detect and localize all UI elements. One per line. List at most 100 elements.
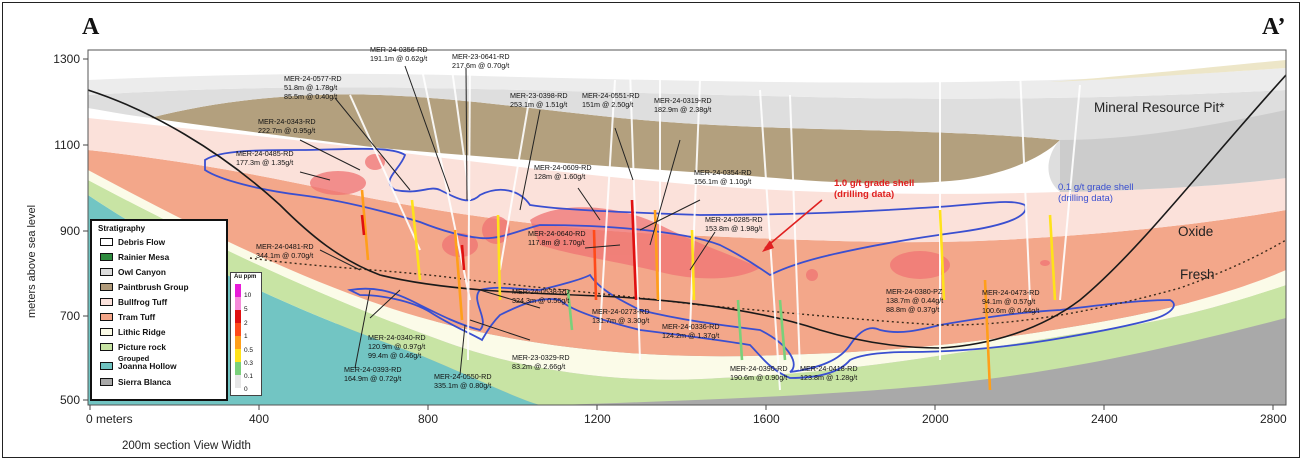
grade-value: 0.5 (244, 347, 254, 354)
x-tick-label: 1600 (753, 412, 780, 426)
low-grade-shell-title: 0.1 g/t grade shell (1058, 182, 1134, 193)
legend-swatch (100, 297, 113, 306)
y-tick-label: 1100 (54, 138, 80, 152)
y-axis-title: meters above sea level (26, 204, 38, 318)
plot-border (87, 49, 1287, 406)
legend-item: Picture rock (100, 341, 166, 352)
high-shell-arrow (764, 199, 823, 249)
legend-swatch (100, 312, 113, 321)
legend-swatch (100, 327, 113, 336)
grade-swatch (235, 310, 241, 323)
pit-shell-line (88, 74, 1286, 349)
high-grade-shell-subtitle: (drilling data) (834, 189, 895, 200)
unit-owl-canyon (88, 87, 1286, 192)
grade-value: 5 (244, 306, 248, 313)
oxide-fresh-boundary-dotted (249, 239, 1286, 326)
y-tick-label: 700 (59, 309, 80, 323)
legend-item: Joanna Hollow (100, 360, 177, 371)
grade-value: 0.1 (244, 373, 254, 380)
x-tick-label: 800 (418, 412, 439, 426)
legend-item: Paintbrush Group (100, 281, 189, 292)
low-grade-shell-lower (347, 273, 1175, 379)
unit-owl-canyon-top (88, 68, 1286, 99)
grade-swatch (235, 336, 241, 349)
grade-value: 0 (244, 386, 248, 393)
legend-swatch (100, 342, 113, 351)
stratigraphy-legend-title: Stratigraphy (98, 224, 146, 233)
pit-zone-label: Mineral Resource Pit* (1094, 100, 1225, 115)
legend-item: Owl Canyon (100, 266, 166, 277)
unit-lower-grey (1060, 110, 1286, 192)
grade-swatch (235, 375, 241, 388)
x-tick-label: 2000 (922, 412, 949, 426)
grade-swatch (235, 323, 241, 336)
legend-item: Grouped (118, 354, 150, 363)
section-start-label: A (82, 14, 100, 40)
grade-value: 1 (244, 333, 248, 340)
unit-bullfrog-tuff (88, 118, 1286, 243)
y-tick-marks (83, 58, 88, 401)
x-tick-marks (89, 405, 1274, 410)
oxide-zone-label: Oxide (1178, 224, 1214, 239)
high-grade-shell-note: 1.0 g/t grade shell (drilling data) (834, 178, 914, 200)
legend-item: Tram Tuff (100, 311, 155, 322)
low-grade-shell-note: 0.1 g/t grade shell (drilling data) (1058, 182, 1134, 204)
x-tick-label: 2800 (1260, 412, 1287, 426)
x-tick-label: 2400 (1091, 412, 1118, 426)
y-tick-label: 900 (59, 224, 80, 238)
high-shell-arrowhead (762, 240, 774, 252)
grade-swatch (235, 284, 241, 297)
grade-shell-blobs (310, 154, 1050, 281)
legend-swatch (100, 282, 113, 291)
grade-swatch (235, 297, 241, 310)
legend-swatch (100, 377, 113, 386)
legend-item: Debris Flow (100, 236, 165, 247)
legend-item: Rainier Mesa (100, 251, 169, 262)
legend-swatch (100, 361, 113, 370)
section-end-label: A’ (1262, 14, 1286, 40)
x-tick-label: 400 (249, 412, 270, 426)
grade-value: 0.3 (244, 360, 254, 367)
grade-legend-title: Au ppm (234, 274, 257, 280)
low-grade-shell-subtitle: (drilling data) (1058, 193, 1113, 204)
grade-value: 2 (244, 320, 248, 327)
legend-swatch (100, 252, 113, 261)
unit-paintbrush-group (150, 94, 1060, 184)
unit-surface-beige (1050, 60, 1286, 82)
high-grade-shell-title: 1.0 g/t grade shell (834, 178, 915, 189)
fresh-zone-label: Fresh (1180, 267, 1215, 282)
y-tick-label: 1300 (53, 52, 80, 66)
grade-swatch (235, 362, 241, 375)
grade-color-legend: Au ppm 10 5 2 1 0.5 0.3 0.1 0 (230, 272, 262, 396)
grade-value: 10 (244, 292, 252, 299)
x-axis-caption: 200m section View Width (122, 440, 251, 452)
legend-swatch (100, 237, 113, 246)
legend-item: Bullfrog Tuff (100, 296, 167, 307)
y-tick-label: 500 (59, 393, 80, 407)
legend-item: Sierra Blanca (100, 376, 171, 387)
